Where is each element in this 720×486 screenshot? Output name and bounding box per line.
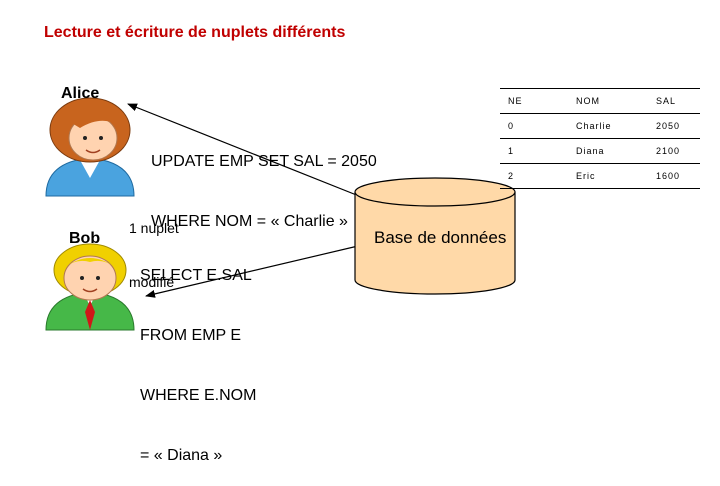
database-top — [354, 177, 516, 207]
tie-icon — [85, 300, 95, 330]
cell-nom: Diana — [568, 138, 648, 164]
update-query-line: WHERE NOM = « Charlie » — [151, 213, 348, 230]
database-cylinder — [354, 177, 516, 295]
alice-label: Alice — [61, 85, 100, 102]
cell-ne: 0 — [500, 113, 568, 139]
diagram-canvas — [45, 97, 516, 331]
select-query-line: WHERE E.NOM — [140, 387, 257, 404]
update-arrow — [127, 103, 365, 199]
database-body — [354, 192, 516, 295]
cell-ne: 2 — [500, 163, 568, 189]
cell-ne: 1 — [500, 138, 568, 164]
bob-label: Bob — [69, 230, 101, 247]
select-query-line: = « Diana » — [140, 447, 223, 464]
bob-avatar — [45, 243, 135, 331]
select-query-line: FROM EMP E — [140, 327, 242, 344]
header-nom: NOM — [568, 88, 648, 114]
table-row: 2 Eric 1600 — [500, 163, 700, 189]
cell-sal: 2100 — [648, 138, 700, 164]
update-query: UPDATE EMP SET SAL = 2050 WHERE NOM = « … — [151, 112, 377, 252]
emp-table: NE NOM SAL 0 Charlie 2050 1 Diana 2100 2… — [500, 88, 700, 189]
bob-face — [63, 255, 117, 301]
cell-nom: Charlie — [568, 113, 648, 139]
header-ne: NE — [500, 88, 568, 114]
update-query-line: UPDATE EMP SET SAL = 2050 — [151, 153, 377, 170]
table-row: 1 Diana 2100 — [500, 138, 700, 164]
header-sal: SAL — [648, 88, 700, 114]
cell-nom: Eric — [568, 163, 648, 189]
database-label: Base de données — [374, 228, 507, 247]
modified-note: 1 nuplet modifié — [129, 183, 179, 309]
cell-sal: 2050 — [648, 113, 700, 139]
table-header-row: NE NOM SAL — [500, 88, 700, 114]
modified-note-line: 1 nuplet — [129, 220, 179, 236]
select-query-line: SELECT E.SAL — [140, 267, 252, 284]
select-arrow — [145, 245, 359, 298]
alice-avatar — [45, 97, 135, 197]
select-query: SELECT E.SAL FROM EMP E WHERE E.NOM = « … — [140, 226, 256, 486]
modified-note-line: modifié — [129, 274, 175, 290]
slide-title: Lecture et écriture de nuplets différent… — [44, 24, 346, 41]
cell-sal: 1600 — [648, 163, 700, 189]
table-row: 0 Charlie 2050 — [500, 113, 700, 139]
